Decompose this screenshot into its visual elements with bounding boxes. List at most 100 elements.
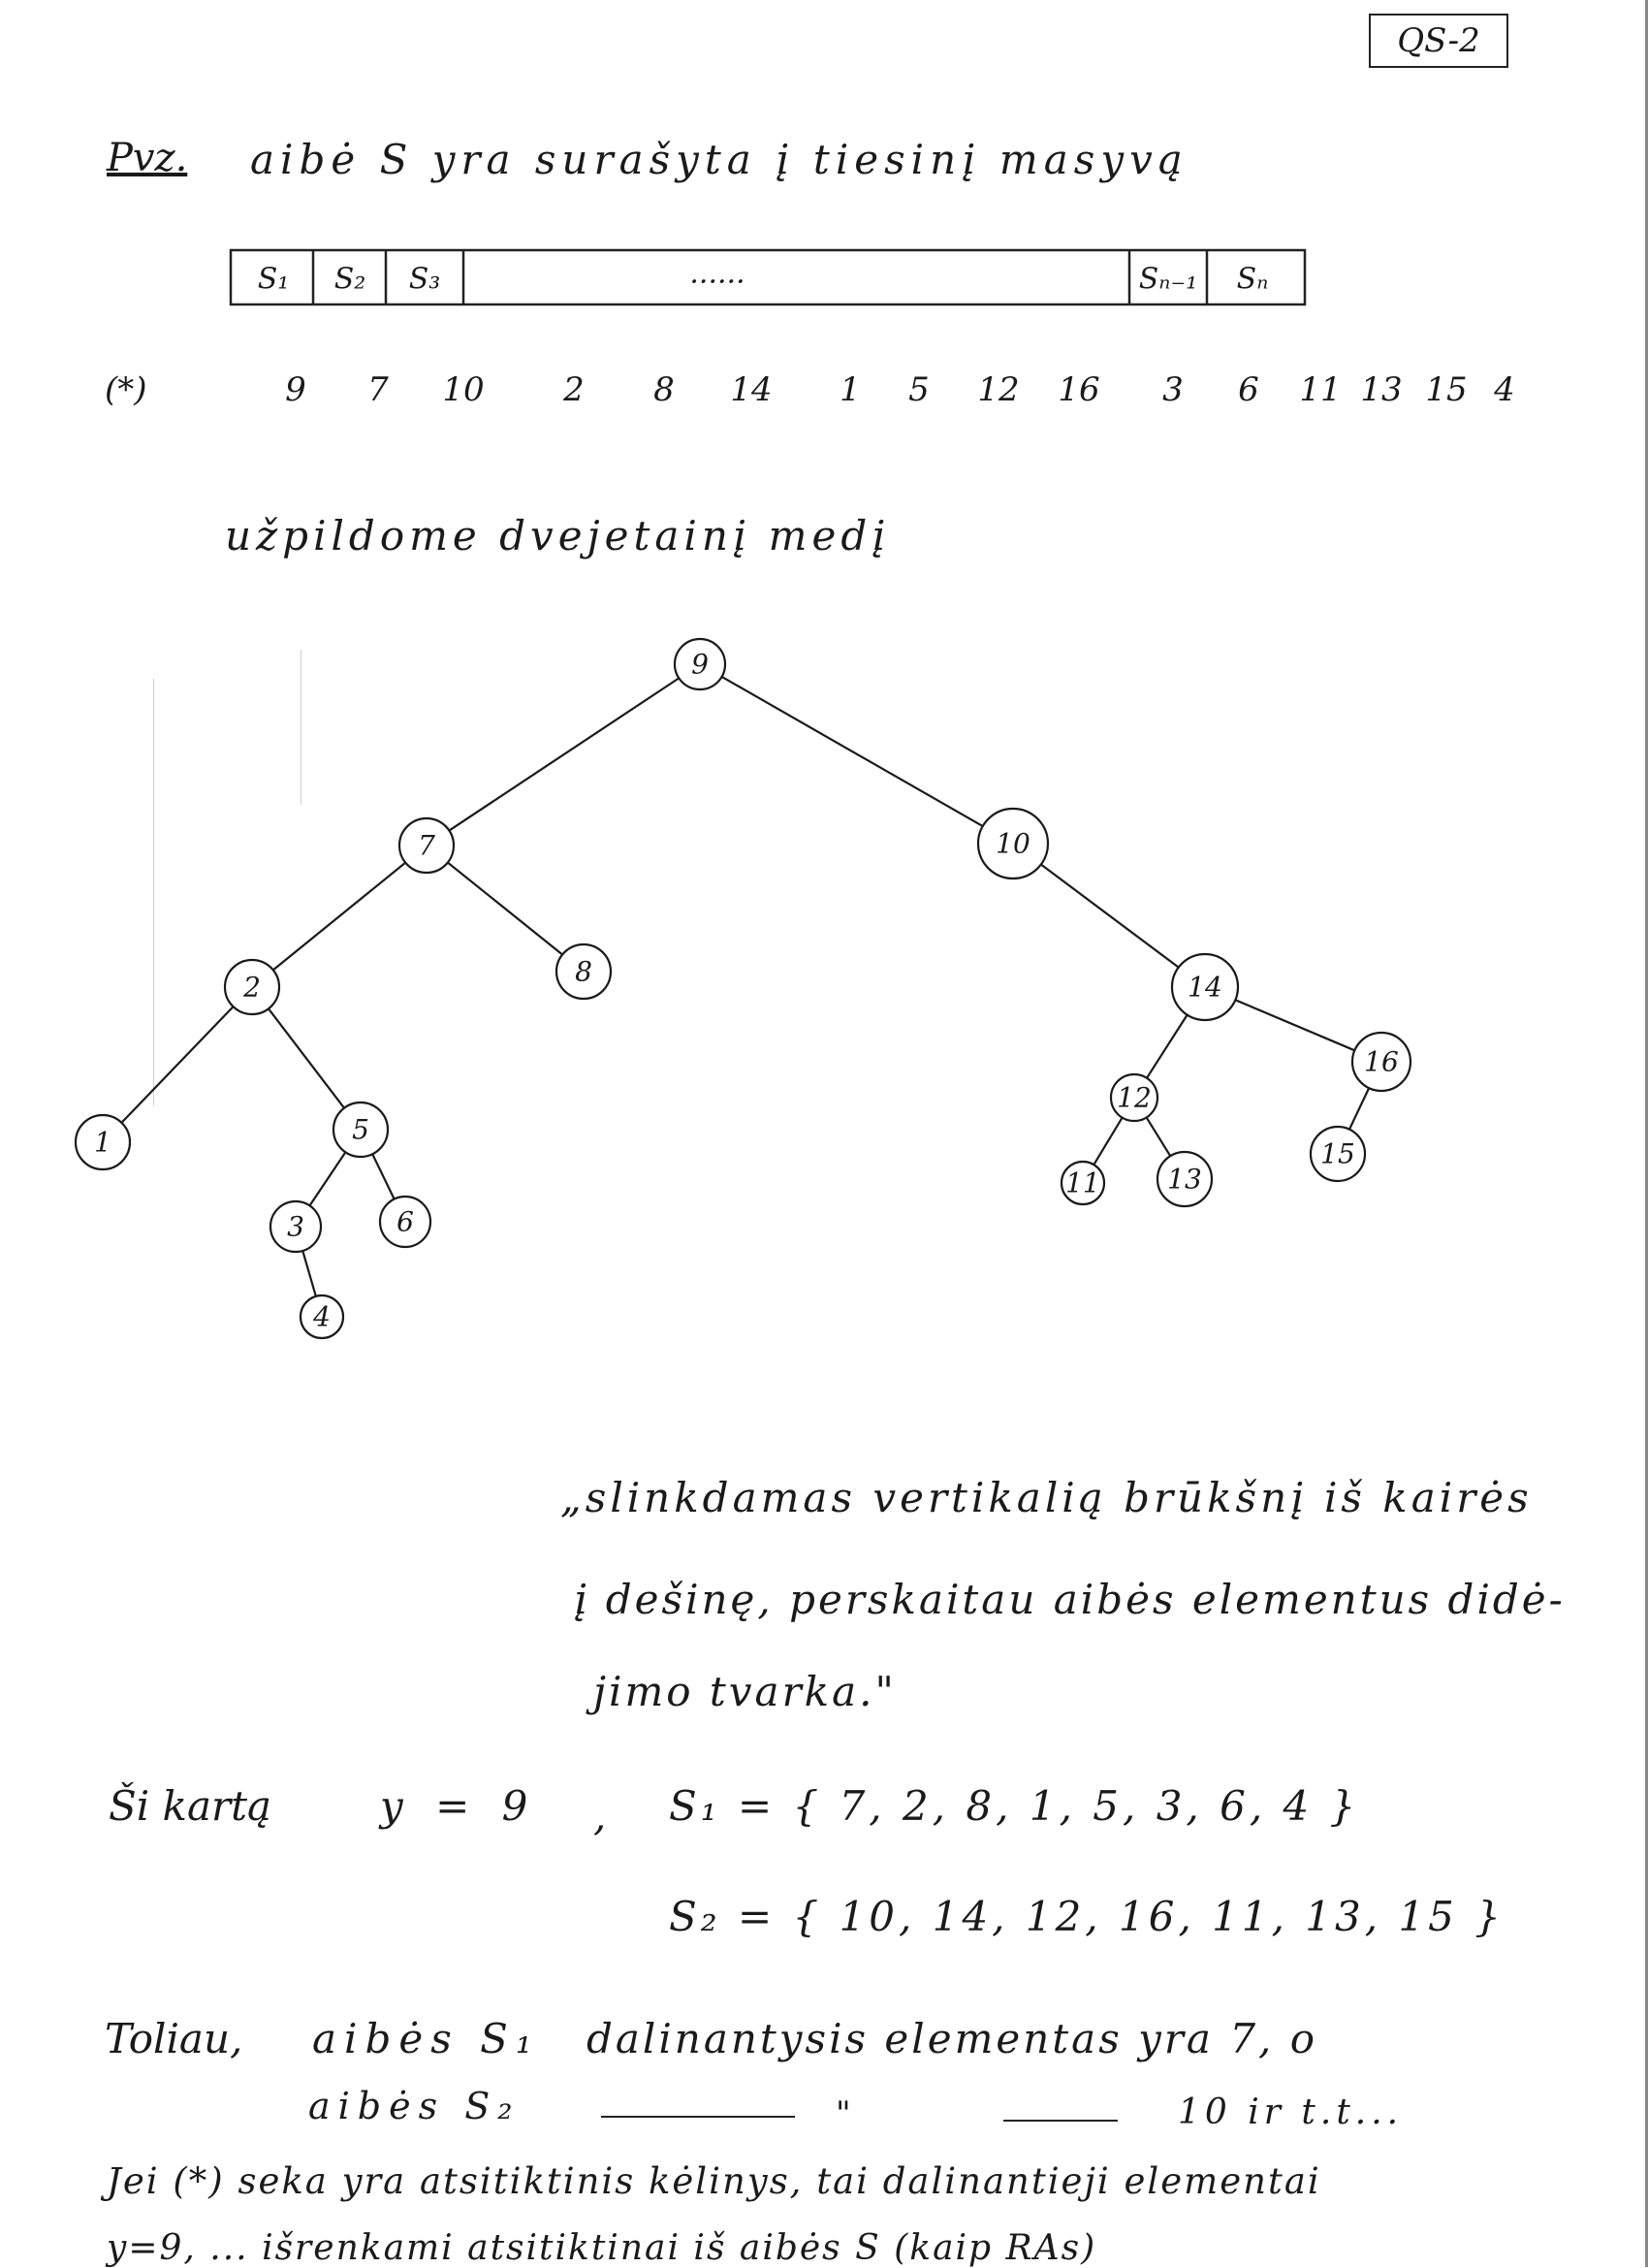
- further-line2-b: ": [836, 2094, 851, 2133]
- tree-node-circle: [1156, 1150, 1214, 1208]
- quote-line-3: jimo tvarka.": [593, 1668, 897, 1715]
- tree-node: 6: [378, 1195, 432, 1249]
- ditto-dash-2: [1003, 2120, 1118, 2122]
- tree-node-label: 1: [94, 1127, 111, 1159]
- tree-edge: [448, 677, 680, 832]
- tree-node-label: 14: [1188, 972, 1222, 1004]
- tree-node-label: 9: [691, 649, 709, 681]
- tree-edge: [371, 1153, 396, 1200]
- array-diagram: S₁ S₂ S₃ ...... Sₙ₋₁ Sₙ: [229, 248, 1307, 306]
- tree-node-circle: [976, 807, 1050, 880]
- tree-node: 7: [397, 816, 456, 875]
- tree-node-circle: [673, 637, 727, 691]
- sequence-value: 8: [653, 370, 675, 409]
- array-cell-3: S₃: [409, 263, 441, 297]
- sequence-value: 5: [908, 370, 930, 409]
- page-id-box: QS-2: [1369, 14, 1508, 68]
- array-cell-n: Sₙ: [1237, 263, 1269, 297]
- further-line2-c: 10 ir t.t...: [1178, 2092, 1404, 2132]
- tree-node-circle: [397, 816, 456, 875]
- tree-node-circle: [74, 1113, 132, 1171]
- tree-node-label: 13: [1167, 1164, 1202, 1196]
- tree-node: 16: [1350, 1031, 1412, 1093]
- sequence-value: 7: [367, 370, 389, 409]
- further-line1-b: aibės S₁: [312, 2015, 540, 2062]
- sequence-value: 13: [1360, 370, 1403, 409]
- tree-node-label: 5: [352, 1114, 369, 1146]
- tree-edge: [308, 1151, 347, 1207]
- tree-node-label: 12: [1117, 1082, 1152, 1114]
- tree-node-label: 15: [1320, 1138, 1355, 1170]
- tree-edge: [272, 861, 406, 972]
- sequence-value: 6: [1238, 370, 1259, 409]
- tree-node-label: 2: [242, 972, 261, 1004]
- sequence-value: 2: [563, 370, 585, 409]
- tree-node: 8: [555, 942, 613, 1001]
- tree-edge: [268, 1007, 345, 1109]
- tree-node-circle: [378, 1195, 432, 1249]
- tree-node-circle: [1350, 1031, 1412, 1093]
- intro-text: aibė S yra surašyta į tiesinį masyvą: [250, 136, 1188, 183]
- tree-node-circle: [1109, 1072, 1159, 1123]
- tree-edge: [1145, 1116, 1172, 1157]
- sequence-value: 16: [1058, 370, 1100, 409]
- sequence-value: 12: [977, 370, 1020, 409]
- array-ellipsis: ......: [689, 257, 745, 291]
- tree-node-label: 3: [287, 1211, 304, 1243]
- tree-edge: [1040, 863, 1180, 969]
- array-cell-1: S₁: [258, 263, 290, 297]
- tree-node: 11: [1060, 1160, 1106, 1206]
- sequence-value: 10: [442, 370, 485, 409]
- further-line4: y=9, ... išrenkami atsitiktinai iš aibės…: [107, 2228, 1097, 2268]
- tree-node-label: 7: [418, 830, 435, 862]
- tree-edge: [301, 1250, 317, 1297]
- sequence-value: 11: [1299, 370, 1342, 409]
- sequence-value: 9: [285, 370, 306, 409]
- array-cell-n-minus-1: Sₙ₋₁: [1139, 263, 1198, 297]
- further-line1-a: Toliau,: [105, 2015, 243, 2062]
- further-line2-a: aibės S₂: [308, 2085, 521, 2127]
- tree-node-circle: [223, 958, 281, 1016]
- sequence-value: 3: [1162, 370, 1184, 409]
- ditto-dash-1: [601, 2116, 795, 2118]
- result-y: y = 9: [380, 1782, 538, 1830]
- tree-node: 3: [269, 1199, 323, 1254]
- page-edge: [1645, 0, 1648, 2267]
- tree-edge: [1146, 1014, 1188, 1079]
- tree-node: 15: [1309, 1125, 1367, 1183]
- tree-node-circle: [332, 1101, 390, 1159]
- tree-node: 10: [976, 807, 1050, 880]
- tree-node: 2: [223, 958, 281, 1016]
- result-s2: S₂ = { 10, 14, 12, 16, 11, 13, 15 }: [669, 1893, 1505, 1940]
- further-line1-c: dalinantysis elementas yra 7, o: [586, 2015, 1318, 2062]
- example-label: Pvz.: [107, 136, 188, 180]
- tree-edge: [1347, 1087, 1371, 1131]
- tree-node: 5: [332, 1101, 390, 1159]
- tree-edges: [120, 675, 1371, 1297]
- tree-node-label: 10: [996, 828, 1030, 860]
- result-s1: S₁ = { 7, 2, 8, 1, 5, 3, 6, 4 }: [669, 1782, 1360, 1830]
- tree-node-label: 6: [396, 1206, 414, 1238]
- sequence-value: 1: [840, 370, 861, 409]
- tree-node-circle: [269, 1199, 323, 1254]
- tree-node-circle: [1060, 1160, 1106, 1206]
- tree-edge: [1234, 999, 1355, 1052]
- sequence-value: 4: [1494, 370, 1515, 409]
- array-cell-2: S₂: [334, 263, 366, 297]
- quote-line-2: į dešinę, perskaitau aibės elementus did…: [574, 1576, 1566, 1623]
- sequence-value: 14: [730, 370, 773, 409]
- tree-node: 4: [299, 1294, 345, 1340]
- scan-mark: [153, 679, 154, 1105]
- sequence-value: 15: [1425, 370, 1468, 409]
- result-comma: ,: [593, 1792, 607, 1839]
- tree-node: 13: [1156, 1150, 1214, 1208]
- tree-edge: [120, 1006, 235, 1124]
- tree-node: 14: [1170, 952, 1240, 1022]
- tree-node: 12: [1109, 1072, 1159, 1123]
- tree-node-label: 8: [575, 956, 592, 988]
- further-line3: Jei (*) seka yra atsitiktinis kėlinys, t…: [107, 2160, 1321, 2202]
- tree-node-circle: [299, 1294, 345, 1340]
- sequence-marker: (*): [105, 370, 147, 409]
